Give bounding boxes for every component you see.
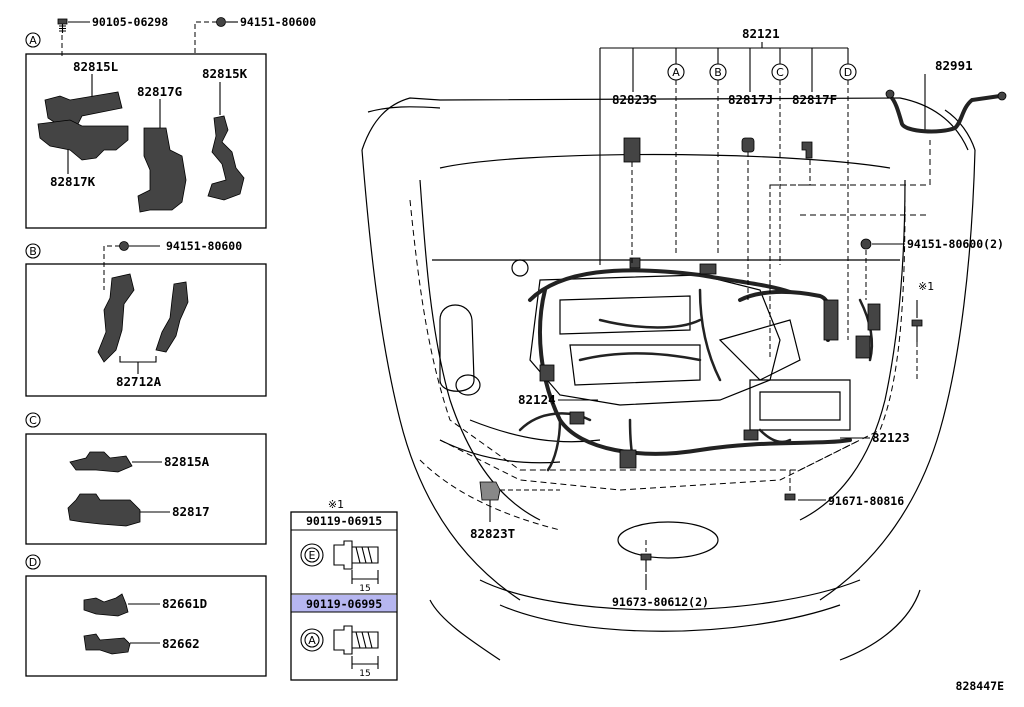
- protector-82815L-shape: [44, 91, 123, 127]
- part-90105-06298-label[interactable]: 90105-06298: [92, 15, 168, 29]
- bracket-82662-shape: [83, 633, 131, 655]
- protector-82712A-right-shape: [155, 281, 189, 353]
- part-94151-80600-2-label[interactable]: 94151-80600(2): [907, 237, 1004, 251]
- part-82815L-label[interactable]: 82815L: [73, 59, 119, 74]
- part-82123-label[interactable]: 82123: [872, 430, 910, 445]
- bolt-90119-06995-label[interactable]: 90119-06995: [306, 597, 382, 611]
- bolt-90119-06915-label[interactable]: 90119-06915: [306, 514, 382, 528]
- clip-icon: [216, 17, 226, 27]
- clamp-82817J-shape: [741, 137, 755, 153]
- section-c-box: [25, 433, 267, 545]
- bolt-dim-2: 15: [359, 669, 370, 679]
- section-a-callout: A: [25, 32, 41, 48]
- part-82817F-label[interactable]: 82817F: [792, 92, 837, 107]
- connector-82823T-shape: [479, 481, 501, 501]
- part-82661D-label[interactable]: 82661D: [162, 596, 207, 611]
- part-82815K-label[interactable]: 82815K: [202, 66, 248, 81]
- bolt-table-mark: ※1: [328, 498, 344, 511]
- section-b-callout: B: [25, 243, 41, 259]
- protector-82815A-shape: [69, 451, 133, 473]
- callout-c: C: [771, 63, 789, 81]
- protector-82815K-shape: [207, 115, 245, 201]
- part-82662-label[interactable]: 82662: [162, 636, 200, 651]
- clip-icon: [119, 241, 129, 251]
- part-82991-label[interactable]: 82991: [935, 58, 973, 73]
- section-a-box: [25, 53, 267, 229]
- bolt-icon: [57, 18, 68, 33]
- part-82815A-label[interactable]: 82815A: [164, 454, 210, 469]
- part-82823T-label[interactable]: 82823T: [470, 526, 515, 541]
- svg-text:D: D: [29, 556, 37, 569]
- clamp-82817F-shape: [801, 141, 813, 159]
- figure-code: 828447E: [956, 679, 1005, 693]
- svg-text:A: A: [29, 34, 37, 47]
- bolt-symbol-e: E: [309, 549, 316, 562]
- section-d-box: [25, 575, 267, 677]
- protector-82712A-left-shape: [97, 273, 135, 363]
- bolt-table: ※1 90119-06915 90119-06995 E 15 A 15: [290, 498, 398, 681]
- svg-text:B: B: [714, 66, 722, 79]
- part-82823S-label[interactable]: 82823S: [612, 92, 657, 107]
- svg-text:C: C: [29, 414, 37, 427]
- part-82712A-label[interactable]: 82712A: [116, 374, 162, 389]
- callout-b: B: [709, 63, 727, 81]
- highlight-row: [292, 595, 396, 612]
- part-82817G-label[interactable]: 82817G: [137, 84, 182, 99]
- svg-text:D: D: [844, 66, 852, 79]
- part-91671-80816-label[interactable]: 91671-80816: [828, 494, 904, 508]
- protector-82817-shape: [67, 493, 141, 527]
- svg-text:B: B: [29, 245, 37, 258]
- part-82817J-label[interactable]: 82817J: [728, 92, 773, 107]
- section-c-callout: C: [25, 412, 41, 428]
- svg-text:A: A: [672, 66, 680, 79]
- bracket-82661D-shape: [83, 593, 129, 617]
- part-82124-label[interactable]: 82124: [518, 392, 556, 407]
- part-91673-80612-2-label[interactable]: 91673-80612(2): [612, 595, 709, 609]
- note-mark-right: ※1: [918, 280, 934, 293]
- section-b-box: [25, 263, 267, 397]
- bolt-icon: [640, 553, 652, 572]
- part-82121-label[interactable]: 82121: [742, 26, 780, 41]
- part-94151-80600-b-label[interactable]: 94151-80600: [166, 239, 242, 253]
- part-94151-80600-top-label[interactable]: 94151-80600: [240, 15, 316, 29]
- connector-82823S-shape: [623, 137, 641, 163]
- bolt-icon: [911, 319, 923, 342]
- part-82817-label[interactable]: 82817: [172, 504, 210, 519]
- protector-82817G-shape: [137, 127, 187, 213]
- callout-d: D: [839, 63, 857, 81]
- part-82817K-label[interactable]: 82817K: [50, 174, 96, 189]
- bolt-icon: [784, 493, 796, 501]
- svg-text:C: C: [776, 66, 784, 79]
- callout-a: A: [667, 63, 685, 81]
- bolt-symbol-a: A: [308, 634, 316, 647]
- protector-82817K-shape: [37, 119, 129, 161]
- harness-82991-shape: [888, 94, 1002, 134]
- section-d-callout: D: [25, 554, 41, 570]
- clip-icon: [860, 238, 872, 250]
- engine-bay-drawing: [361, 97, 976, 661]
- bolt-dim-1: 15: [359, 584, 370, 594]
